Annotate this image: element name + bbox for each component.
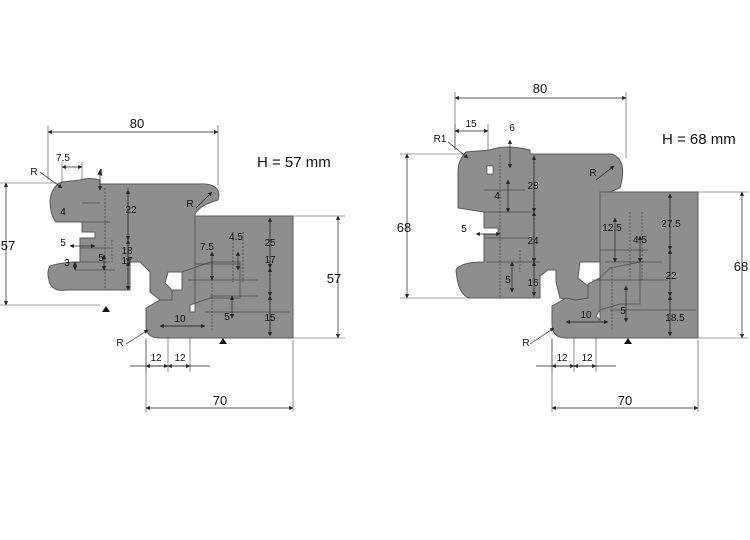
right-upper-piece bbox=[455, 146, 624, 301]
right-small-hole bbox=[486, 165, 494, 175]
left-dim-4-top: 4 bbox=[97, 168, 103, 179]
left-profile: 80 57 57 70 H = 57 mm 7.5 4 4 22 5 18 3 … bbox=[0, 116, 345, 412]
right-dimensions bbox=[400, 92, 748, 412]
left-ref-marker-2 bbox=[219, 338, 227, 344]
right-radius-tr: R bbox=[589, 168, 596, 179]
left-height-57-left: 57 bbox=[1, 238, 15, 253]
right-labels: 80 68 68 70 H = 68 mm 15 6 R1 28 4 5 24 … bbox=[397, 81, 748, 408]
left-upper-piece bbox=[47, 178, 220, 301]
left-dim-7-5: 7.5 bbox=[56, 153, 70, 164]
left-dim-17-left: 17 bbox=[121, 256, 133, 267]
left-dim-18: 18 bbox=[121, 246, 133, 257]
left-dim-7-5-right: 7.5 bbox=[200, 242, 214, 253]
left-dim-15: 15 bbox=[264, 313, 276, 324]
left-radius-tl: R bbox=[30, 167, 37, 178]
right-dim-4: 4 bbox=[494, 191, 500, 202]
left-dim-5-lower: 5 bbox=[98, 253, 104, 264]
left-dim-5-right: 5 bbox=[224, 312, 230, 323]
right-dim-16: 16 bbox=[527, 278, 539, 289]
left-dim-10: 10 bbox=[174, 314, 186, 325]
right-dim-24: 24 bbox=[527, 236, 539, 247]
left-dim-12-a: 12 bbox=[150, 353, 162, 364]
right-dim-15: 15 bbox=[465, 119, 477, 130]
right-dim-18-5: 18.5 bbox=[665, 313, 685, 324]
right-lower-piece bbox=[551, 191, 699, 339]
right-dim-12-a: 12 bbox=[556, 353, 568, 364]
left-dim-4-5: 4.5 bbox=[229, 232, 243, 243]
right-radius-r1: R1 bbox=[434, 134, 447, 145]
left-dim-5-slot: 5 bbox=[60, 238, 66, 249]
left-radius-bl: R bbox=[116, 338, 123, 349]
right-dim-5-right: 5 bbox=[620, 306, 626, 317]
right-dim-5-slot: 5 bbox=[461, 224, 467, 235]
left-dim-22: 22 bbox=[125, 205, 137, 216]
left-width-70: 70 bbox=[213, 393, 227, 408]
right-dim-4-5: 4.5 bbox=[633, 235, 647, 246]
right-height-68-right: 68 bbox=[734, 259, 748, 274]
right-radius-bl: R bbox=[522, 338, 529, 349]
right-dim-12-b: 12 bbox=[581, 353, 593, 364]
left-dim-3: 3 bbox=[64, 258, 70, 269]
left-dimensions bbox=[0, 125, 345, 412]
right-dim-22: 22 bbox=[665, 271, 677, 282]
left-radius-tr: R bbox=[186, 199, 193, 210]
right-height-68-left: 68 bbox=[397, 220, 411, 235]
left-lower-piece bbox=[145, 215, 294, 339]
left-ref-marker-1 bbox=[102, 306, 110, 312]
right-height-title: H = 68 mm bbox=[662, 131, 736, 148]
left-height-57-right: 57 bbox=[327, 271, 341, 286]
right-width-70: 70 bbox=[618, 393, 632, 408]
right-dim-12-5: 12.5 bbox=[602, 223, 622, 234]
left-dim-4-step: 4 bbox=[60, 207, 66, 218]
right-dim-28: 28 bbox=[527, 181, 539, 192]
right-dim-27-5: 27.5 bbox=[661, 219, 681, 230]
right-dim-6: 6 bbox=[509, 123, 515, 134]
left-labels: 80 57 57 70 H = 57 mm 7.5 4 4 22 5 18 3 … bbox=[1, 116, 341, 408]
right-width-80: 80 bbox=[533, 81, 547, 96]
left-height-title: H = 57 mm bbox=[257, 154, 331, 171]
left-dim-12-b: 12 bbox=[174, 353, 186, 364]
left-dim-25: 25 bbox=[264, 238, 276, 249]
left-dim-17-right: 17 bbox=[264, 255, 276, 266]
right-ref-marker bbox=[624, 338, 632, 344]
right-profile: 80 68 68 70 H = 68 mm 15 6 R1 28 4 5 24 … bbox=[397, 81, 748, 412]
left-width-80: 80 bbox=[130, 116, 144, 131]
right-dim-10: 10 bbox=[580, 310, 592, 321]
right-dim-5-lower: 5 bbox=[505, 275, 511, 286]
